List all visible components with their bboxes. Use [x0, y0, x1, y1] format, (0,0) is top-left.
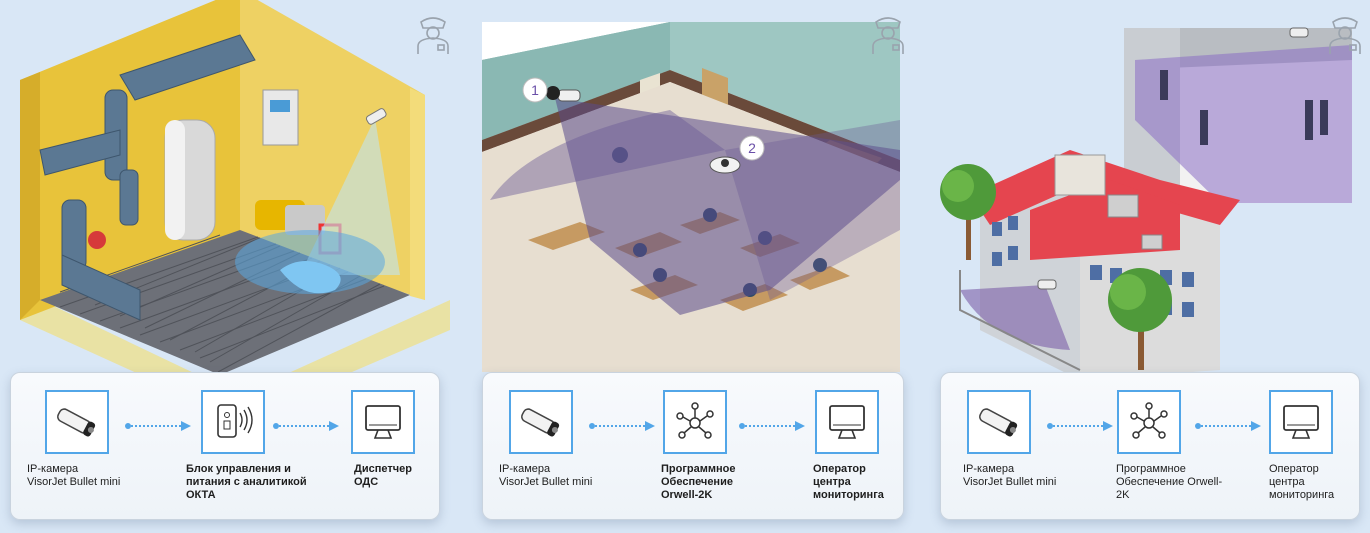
control-unit-icon	[201, 390, 265, 454]
bullet-camera-icon	[967, 390, 1031, 454]
flow-arrow	[1195, 419, 1261, 431]
monitor-icon	[1269, 390, 1333, 454]
bullet-camera-icon	[45, 390, 109, 454]
flow-arrow	[739, 419, 805, 431]
school-illustration	[940, 27, 1352, 380]
monitor-icon	[815, 390, 879, 454]
flow-arrow	[125, 419, 191, 431]
camera-marker-2: 2	[748, 140, 756, 156]
network-hub-icon	[1117, 390, 1181, 454]
classroom-illustration: 1 2	[482, 22, 900, 372]
bullet-camera-icon	[509, 390, 573, 454]
camera-marker-1: 1	[531, 82, 539, 98]
boiler-room-illustration	[20, 0, 450, 380]
monitor-icon	[351, 390, 415, 454]
security-guard-icon	[868, 14, 908, 56]
flow-arrow	[589, 419, 655, 431]
security-guard-icon	[413, 14, 453, 56]
flow-arrow	[273, 419, 339, 431]
security-guard-icon	[1325, 14, 1365, 56]
network-hub-icon	[663, 390, 727, 454]
flow-arrow	[1047, 419, 1113, 431]
